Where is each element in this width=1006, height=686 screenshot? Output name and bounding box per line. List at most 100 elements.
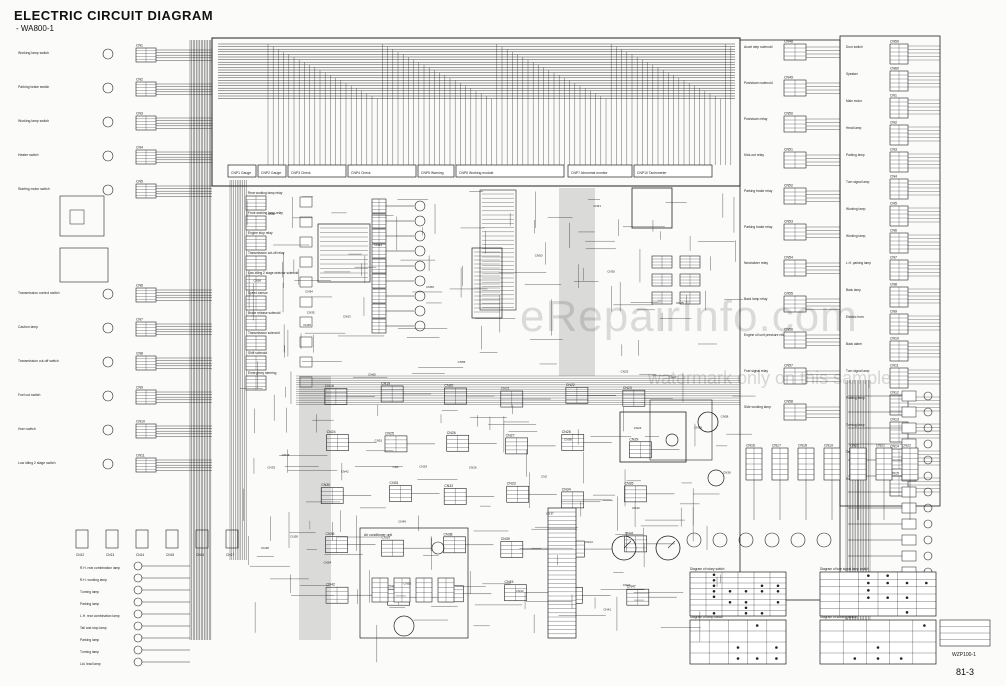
right-component-label: Turning lamp [846,423,865,427]
right-component-label: Working lamp [846,207,866,211]
connector-label: CN3 [136,112,143,116]
connector-label: CN55 [784,292,793,296]
component-box [347,164,417,178]
right-component-label: Back alarm [846,342,862,346]
component-box [471,247,503,319]
component-box [299,336,313,348]
component-box [901,486,917,498]
connector-label: CN59 [426,285,434,289]
connector-label: CN28 [562,430,571,434]
right-component-label: Side working lamp [744,405,771,409]
right-component-label: Accel step solenoid [744,45,773,49]
table-title: Diagram of turn signal lamp switch [820,567,869,571]
connector-label: CN57 [268,212,276,216]
connector-label: CN52 [784,184,793,188]
component-box [299,216,313,228]
lamp-symbol [923,535,933,545]
table-dot [776,589,780,593]
table-dot [712,589,716,593]
center-component-label: Front working lamp relay [248,211,283,215]
component-box [901,422,917,434]
diagram-title: ELECTRIC CIRCUIT DIAGRAM [14,8,214,23]
table-dot [886,596,889,599]
left-component-label: Working lamp switch [18,119,49,123]
connector-label: CN17 [226,553,234,557]
connector-label: CN56 [784,328,793,332]
switch-symbol [102,322,114,334]
component-box [299,256,313,268]
connector-label: CN21 [501,387,510,391]
switch-symbol [102,184,114,196]
component-box [901,502,917,514]
right-component-label: Parking brake relay [744,189,773,193]
switch-symbol [102,458,114,470]
left-component-label: Caution lamp [18,325,38,329]
pump-symbol [665,433,679,447]
connector-label: CN41 [603,607,611,611]
component-box [479,189,517,311]
table-dot [728,589,732,593]
table-title: Diagram of rotary switch [690,567,725,571]
component-box [59,247,109,283]
left-component-label: Heater switch [18,153,39,157]
table-dot [728,600,732,604]
connector-label: CN15 [166,553,174,557]
connector-label: CN10 [136,420,145,424]
connector-label: CN2 [136,78,143,82]
connector-label: CN42 [341,469,349,473]
connector-label: CN24 [327,430,336,434]
connector-label: CN52 [403,582,411,586]
connector-label: CN3 [890,148,897,152]
table-dot [712,578,716,582]
connector-label: CN54 [324,561,332,565]
connector-label: CN5 [890,202,897,206]
connector-label: CN1 [136,44,143,48]
main-motor-symbol [697,411,719,433]
table-dot [712,611,716,615]
connector-label: CN57 [784,364,793,368]
right-component-label: Neutralizer relay [744,261,768,265]
connector-label: CN38 [564,437,572,441]
lamp-label: L.H. rear combination lamp [80,614,120,618]
motor-symbol [707,469,725,487]
center-component-label: Speed sensor [248,291,269,295]
connector-label: CN5 [136,180,143,184]
right-component-label: Door switch [846,45,863,49]
left-component-label: Working lamp switch [18,51,49,55]
connector-label: CN59 [890,40,899,44]
wire [667,540,676,549]
page-number: 81-3 [956,667,975,677]
table-dot [775,657,778,660]
lamp-symbol [133,633,143,643]
right-component-label: Pushdown solenoid [744,81,773,85]
left-component-label: Horn switch [18,427,36,431]
switch-symbol [102,150,114,162]
solenoid-symbol [414,275,426,287]
lamp-symbol [790,532,806,548]
switch-symbol [102,424,114,436]
connector-label: CN14 [890,445,899,449]
lamp-symbol [133,573,143,583]
connector-label: CN6 [136,284,143,288]
connector-label: CN34 [562,487,571,491]
connector-label: CN47 [627,585,636,589]
lamp-symbol [923,407,933,417]
lamp-symbol [923,391,933,401]
connector-label: CN9 [890,310,897,314]
table-dot [876,657,880,660]
gauge-block-label: CNP3 Check [291,171,311,175]
gauge-block-label: CNP4 Check [351,171,371,175]
component-box [455,164,565,178]
component-box [287,164,347,178]
right-component-label: Electric horn [846,315,864,319]
table-dot [867,589,870,592]
connector-label: CN43 [388,585,397,589]
table-dot [776,584,780,588]
table-dot [760,611,764,615]
component-box [417,164,455,178]
table-dot [760,584,764,588]
lamp-label: Turning lamp [80,590,99,594]
connector-label: CN37 [382,536,391,540]
connector-label: CN7 [890,256,897,260]
